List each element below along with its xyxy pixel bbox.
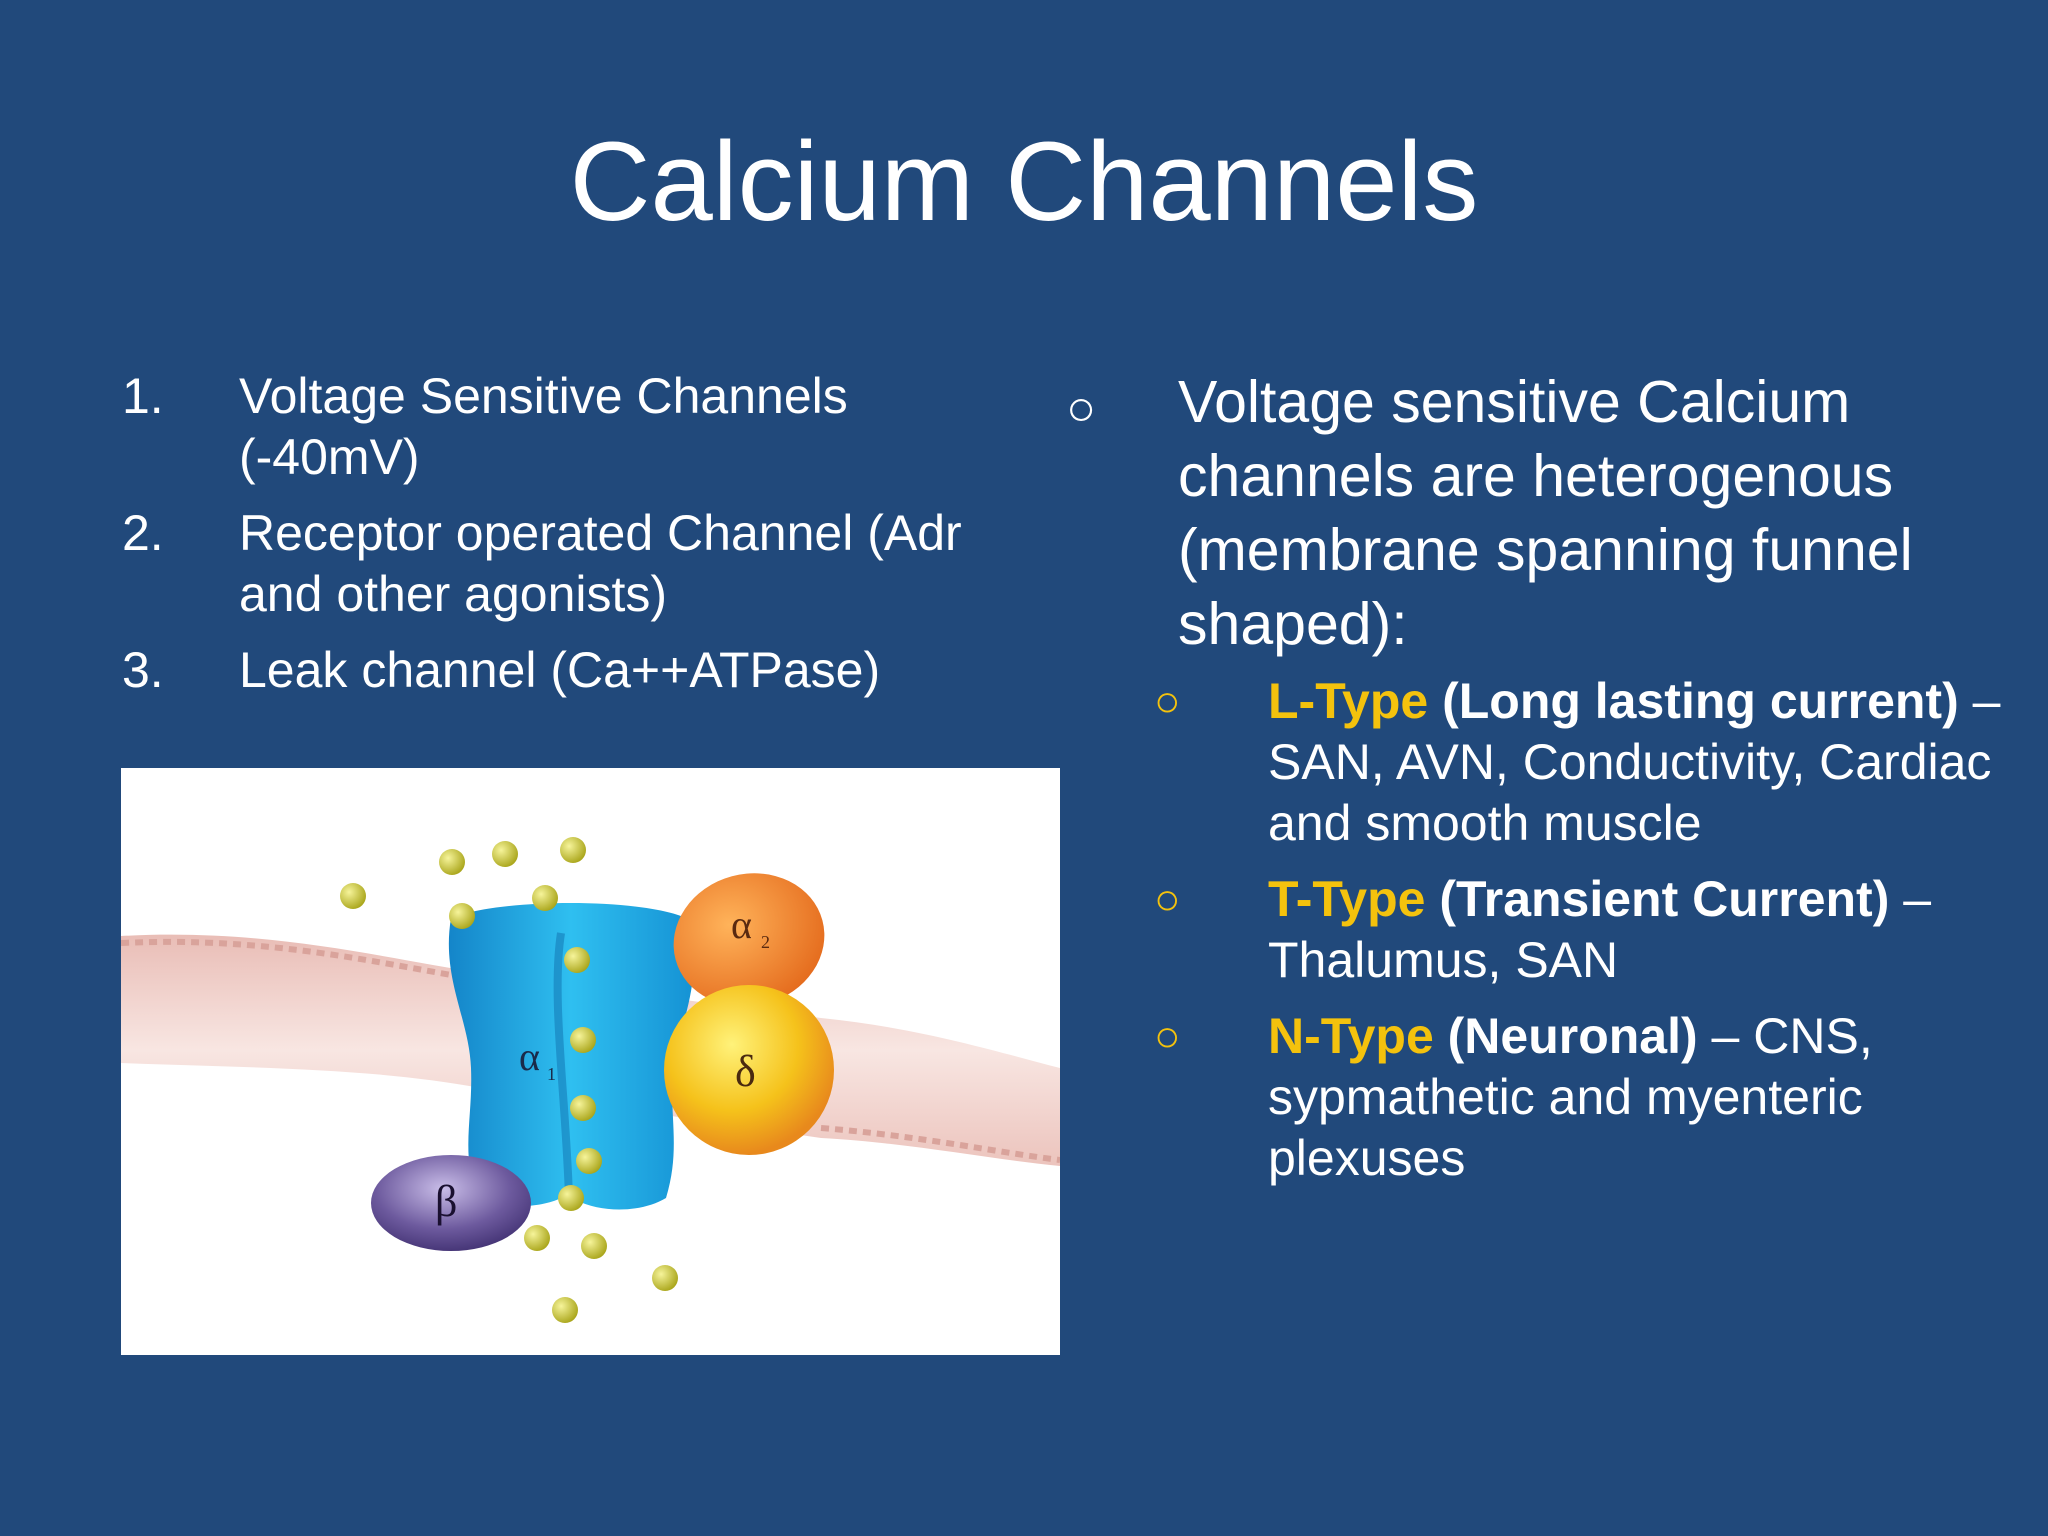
- subtype-locations: – CNS, sypmathetic and myenteric plexuse…: [1268, 1008, 1873, 1186]
- subtype-qualifier: (Long lasting current): [1428, 673, 1959, 729]
- calcium-channel-illustration: α 1 α 2 δ β: [121, 768, 1060, 1355]
- subtype-text: L-Type (Long lasting current) – SAN, AVN…: [1268, 671, 2020, 854]
- list-number: 1.: [122, 368, 164, 424]
- subtype-qualifier: (Neuronal): [1433, 1008, 1698, 1064]
- voltage-channel-description: ○ Voltage sensitive Calcium channels are…: [1060, 365, 2020, 1204]
- list-item: 2. Receptor operated Channel (Adr and ot…: [122, 503, 1042, 625]
- bullet-circle-icon: ○: [1154, 677, 1181, 726]
- alpha2-sub-label: 2: [761, 932, 770, 952]
- list-number: 3.: [122, 642, 164, 698]
- list-item: ○ N-Type (Neuronal) – CNS, sypmathetic a…: [1154, 1006, 2020, 1189]
- channel-diagram: α 1 α 2 δ β: [121, 837, 1060, 1323]
- subtype-text: T-Type (Transient Current) – Thalumus, S…: [1268, 869, 2020, 991]
- alpha1-sub-label: 1: [547, 1064, 556, 1084]
- list-item: ○ L-Type (Long lasting current) – SAN, A…: [1154, 671, 2020, 854]
- subtype-qualifier: (Transient Current): [1425, 871, 1890, 927]
- channel-type-list: 1. Voltage Sensitive Channels (-40mV) 2.…: [122, 366, 1042, 716]
- bullet-circle-icon: ○: [1154, 1012, 1181, 1061]
- alpha2-label: α: [731, 902, 752, 947]
- main-bullet-text: Voltage sensitive Calcium channels are h…: [1178, 369, 1913, 657]
- subtype-name: L-Type: [1268, 673, 1429, 729]
- list-item: ○ T-Type (Transient Current) – Thalumus,…: [1154, 869, 2020, 991]
- subtype-locations: – SAN, AVN, Conductivity, Cardiac and sm…: [1268, 673, 2001, 851]
- calcium-ions: [340, 837, 678, 1323]
- subtype-text: N-Type (Neuronal) – CNS, sypmathetic and…: [1268, 1006, 2020, 1189]
- list-text: Leak channel (Ca++ATPase): [239, 642, 881, 698]
- alpha2-subunit: [673, 873, 825, 1007]
- list-text: Voltage Sensitive Channels (-40mV): [239, 368, 848, 485]
- list-text: Receptor operated Channel (Adr and other…: [239, 505, 962, 622]
- delta-label: δ: [735, 1047, 756, 1096]
- alpha1-subunit: [448, 903, 694, 1210]
- list-item: 3. Leak channel (Ca++ATPase): [122, 640, 1042, 701]
- beta-subunit: [371, 1155, 531, 1251]
- slide-title: Calcium Channels: [569, 119, 1479, 244]
- main-bullet: ○ Voltage sensitive Calcium channels are…: [1060, 365, 2020, 661]
- list-number: 2.: [122, 505, 164, 561]
- delta-subunit: [664, 985, 834, 1155]
- subtype-name: N-Type: [1268, 1008, 1434, 1064]
- bullet-circle-icon: ○: [1154, 875, 1181, 924]
- channel-subtype-list: ○ L-Type (Long lasting current) – SAN, A…: [1060, 671, 2020, 1189]
- subtype-name: T-Type: [1268, 871, 1426, 927]
- beta-label: β: [435, 1177, 457, 1226]
- alpha1-label: α: [519, 1034, 540, 1079]
- bullet-circle-icon: ○: [1066, 380, 1097, 436]
- subtype-locations: – Thalumus, SAN: [1268, 871, 1932, 988]
- list-item: 1. Voltage Sensitive Channels (-40mV): [122, 366, 1042, 488]
